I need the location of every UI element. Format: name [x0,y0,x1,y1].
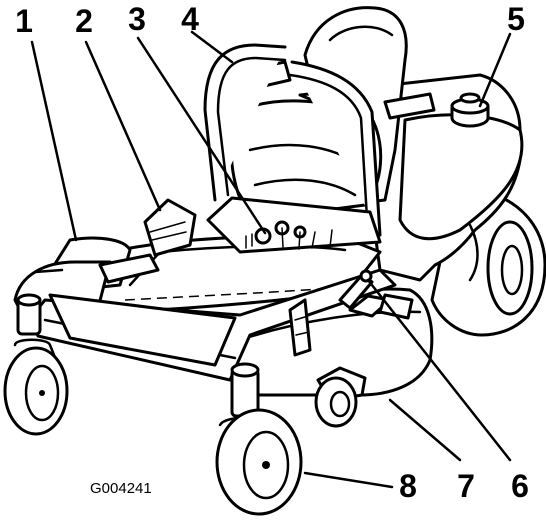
leader-line-7 [388,398,462,462]
callout-label-8: 8 [399,468,417,504]
leader-line-6 [366,278,512,462]
leader-line-2 [84,40,162,212]
leader-line-8 [303,471,394,489]
rollover-protection-bar [203,43,382,237]
leader-line-3 [136,36,267,235]
callout-label-7: 7 [457,468,475,504]
callout-label-4: 4 [181,1,199,37]
front-caster-left [3,293,69,436]
callout-label-6: 6 [511,468,529,504]
anti-scalp-wheel [314,366,367,428]
leader-line-4 [190,30,234,64]
callout-label-5: 5 [507,1,525,37]
deck-lift-linkage [288,298,312,357]
fuel-tank-cap [450,92,490,128]
leader-lines [30,30,512,489]
callout-label-2: 2 [75,3,93,39]
callout-label-1: 1 [15,3,33,39]
motion-control [98,198,197,284]
callout-label-3: 3 [128,1,146,37]
leader-line-1 [30,40,78,242]
figure-code: G004241 [90,480,152,497]
height-of-cut-lever [338,269,374,310]
leader-line-5 [478,32,512,108]
callout-labels: 1 2 3 4 5 6 7 8 [15,1,529,504]
foot-rest [48,293,237,367]
front-caster-right [215,362,303,516]
